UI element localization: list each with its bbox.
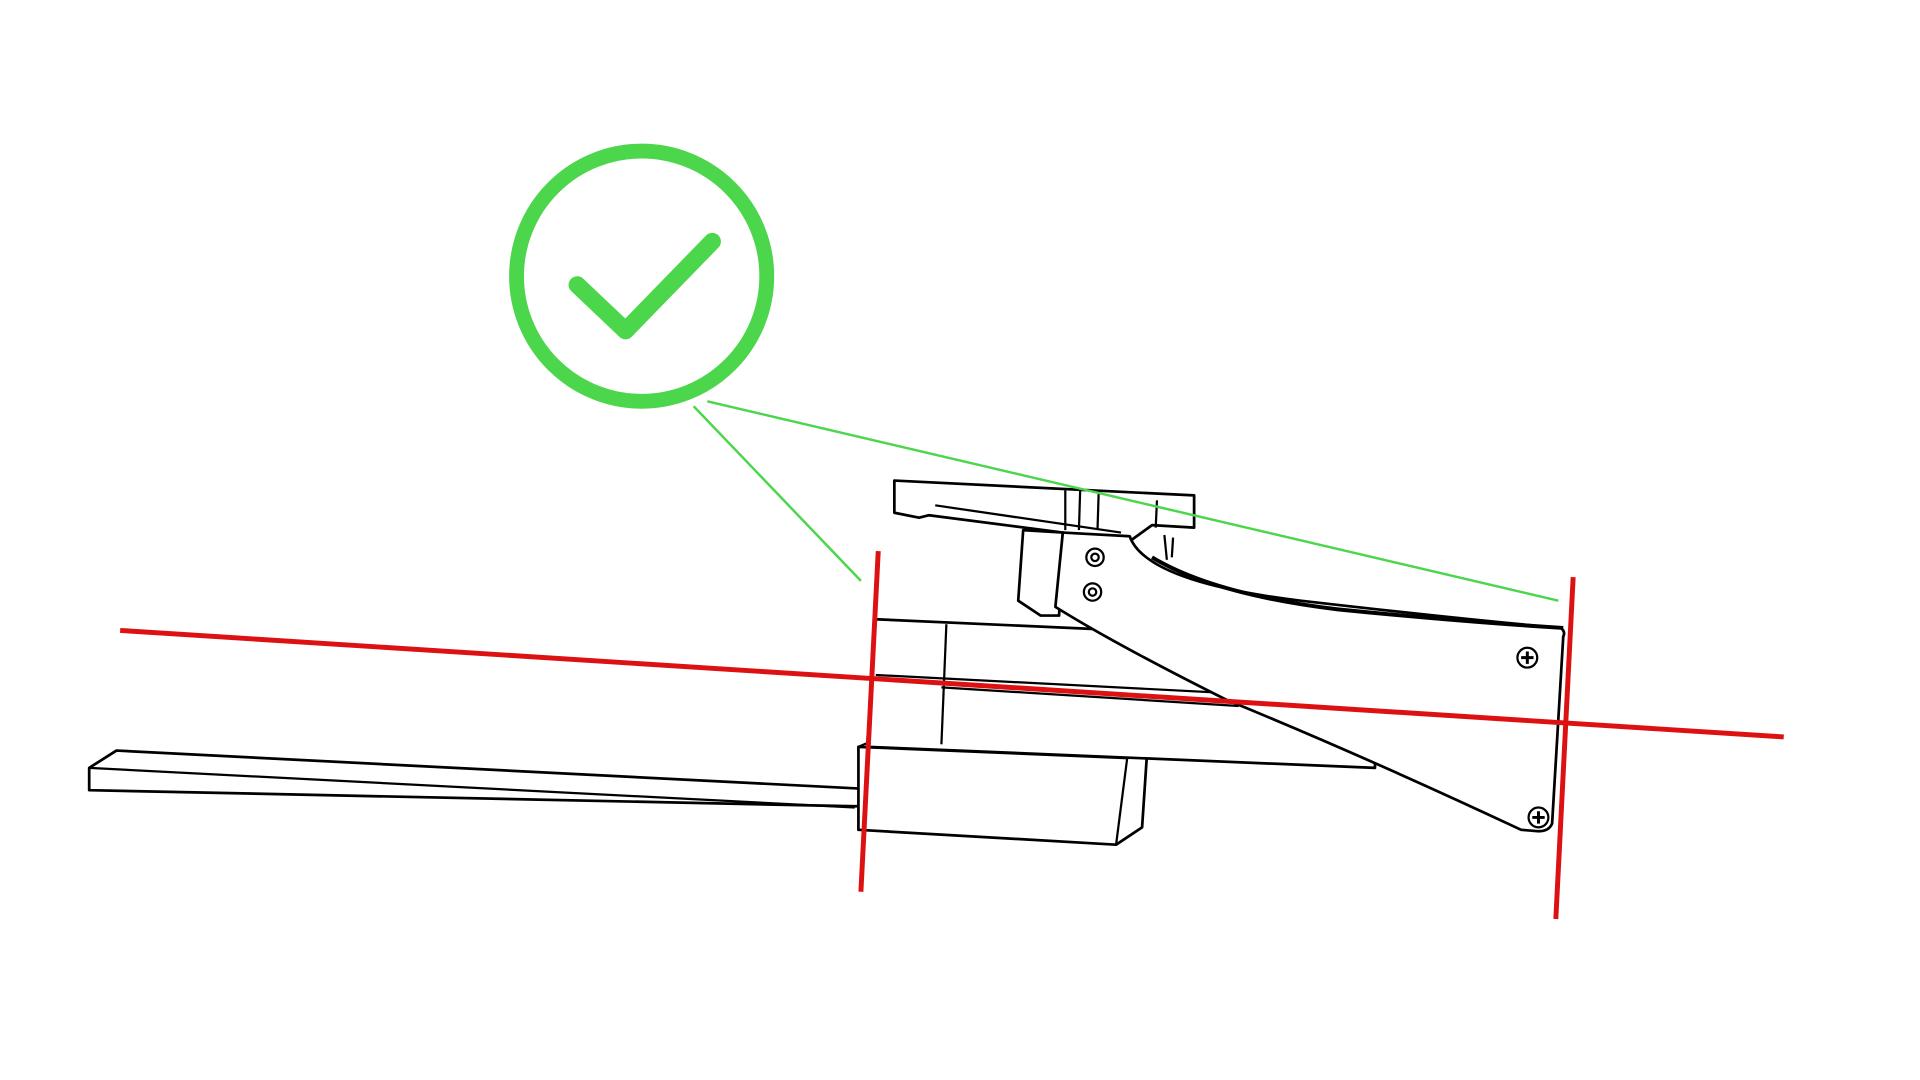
alignment-lines [119, 551, 1784, 920]
callout-lines [692, 400, 1559, 602]
screw-icon [1082, 547, 1550, 829]
horizontal-alignment-line [119, 627, 1784, 740]
left-vertical-alignment-line [858, 551, 881, 892]
check-circle-icon [509, 143, 775, 409]
right-vertical-alignment-line [1553, 577, 1576, 920]
lower-block [857, 741, 1149, 847]
base-rail [87, 749, 869, 809]
